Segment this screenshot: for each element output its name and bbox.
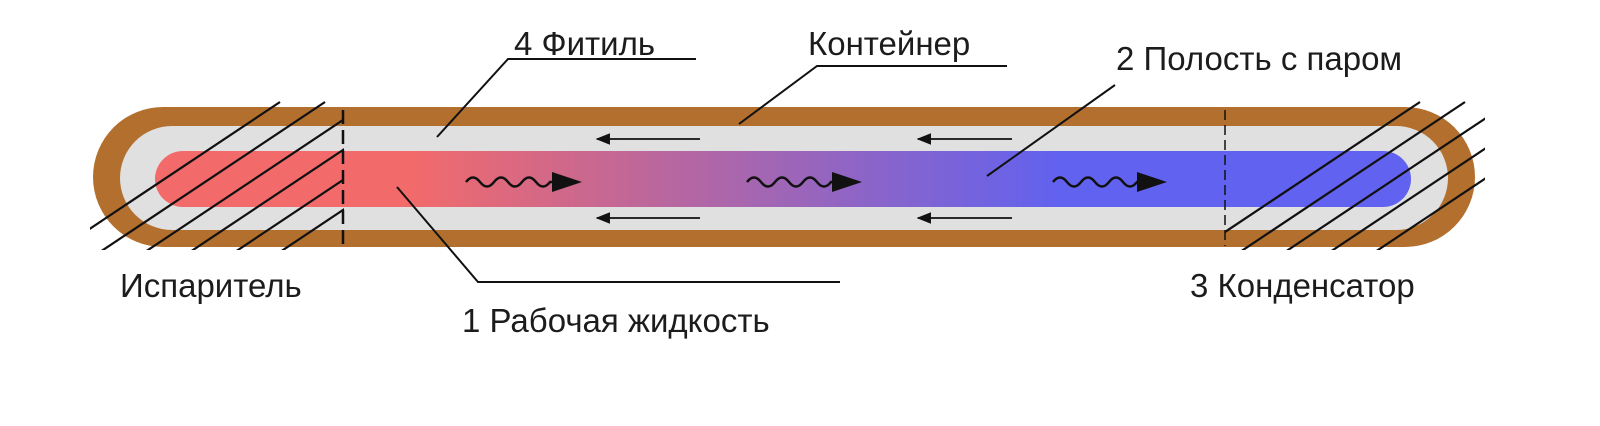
label-working-fluid: 1 Рабочая жидкость [462, 302, 770, 339]
vapor-flow-arrow [1052, 172, 1167, 192]
vapor-flow-arrow [746, 172, 862, 192]
label-evaporator: Испаритель [120, 267, 302, 304]
label-vapor-cavity: 2 Полость с паром [1116, 40, 1402, 77]
vapor-flow-arrow [465, 172, 582, 192]
leader-working-fluid [396, 186, 840, 283]
evaporator-hatching [90, 101, 344, 250]
leader-vapor-cavity [986, 84, 1116, 177]
leader-wick [436, 58, 696, 138]
label-condenser: 3 Конденсатор [1190, 267, 1415, 304]
leader-container [738, 65, 1007, 125]
condenser-hatching [1225, 101, 1485, 250]
label-container: Контейнер [808, 25, 970, 62]
label-wick: 4 Фитиль [514, 25, 655, 62]
vapor-cavity [155, 151, 1411, 207]
